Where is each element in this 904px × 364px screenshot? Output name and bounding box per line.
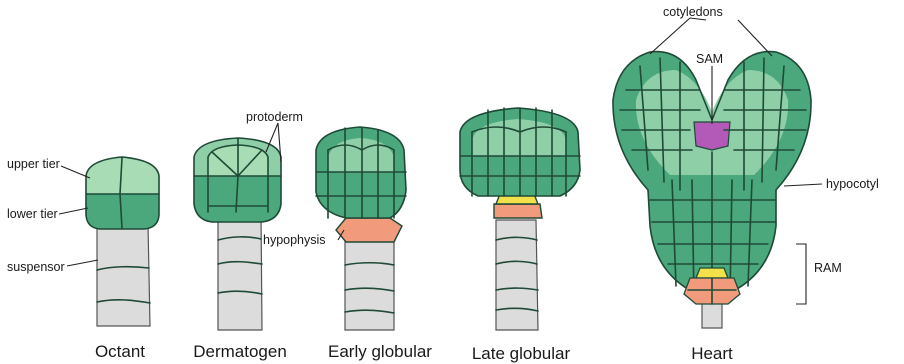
label-sam: SAM <box>696 52 723 66</box>
early-globular-hypophysis <box>336 218 402 242</box>
stage-label-heart: Heart <box>691 344 733 363</box>
label-suspensor: suspensor <box>7 260 65 274</box>
label-lower-tier: lower tier <box>7 207 58 221</box>
label-protoderm: protoderm <box>246 110 303 124</box>
octant-embryo <box>86 157 159 326</box>
octant-suspensor <box>97 224 150 326</box>
label-upper-tier: upper tier <box>7 157 60 171</box>
label-cotyledons: cotyledons <box>663 5 723 19</box>
label-ram: RAM <box>814 261 842 275</box>
late-globular-hypophysis <box>494 204 542 218</box>
late-globular-embryo <box>460 108 580 330</box>
heart-quiescent-center <box>696 268 728 278</box>
late-globular-suspensor <box>496 220 538 330</box>
stage-label-late-globular: Late globular <box>472 344 571 363</box>
label-hypocotyl: hypocotyl <box>826 177 879 191</box>
early-globular-suspensor <box>345 240 394 330</box>
dermatogen-suspensor <box>218 212 262 330</box>
stage-label-dermatogen: Dermatogen <box>193 342 287 361</box>
stage-label-early-globular: Early globular <box>328 342 432 361</box>
heart-suspensor <box>702 302 722 328</box>
label-hypophysis: hypophysis <box>263 233 326 247</box>
early-globular-embryo <box>316 127 406 330</box>
heart-sam <box>694 122 730 150</box>
stage-label-octant: Octant <box>95 342 145 361</box>
